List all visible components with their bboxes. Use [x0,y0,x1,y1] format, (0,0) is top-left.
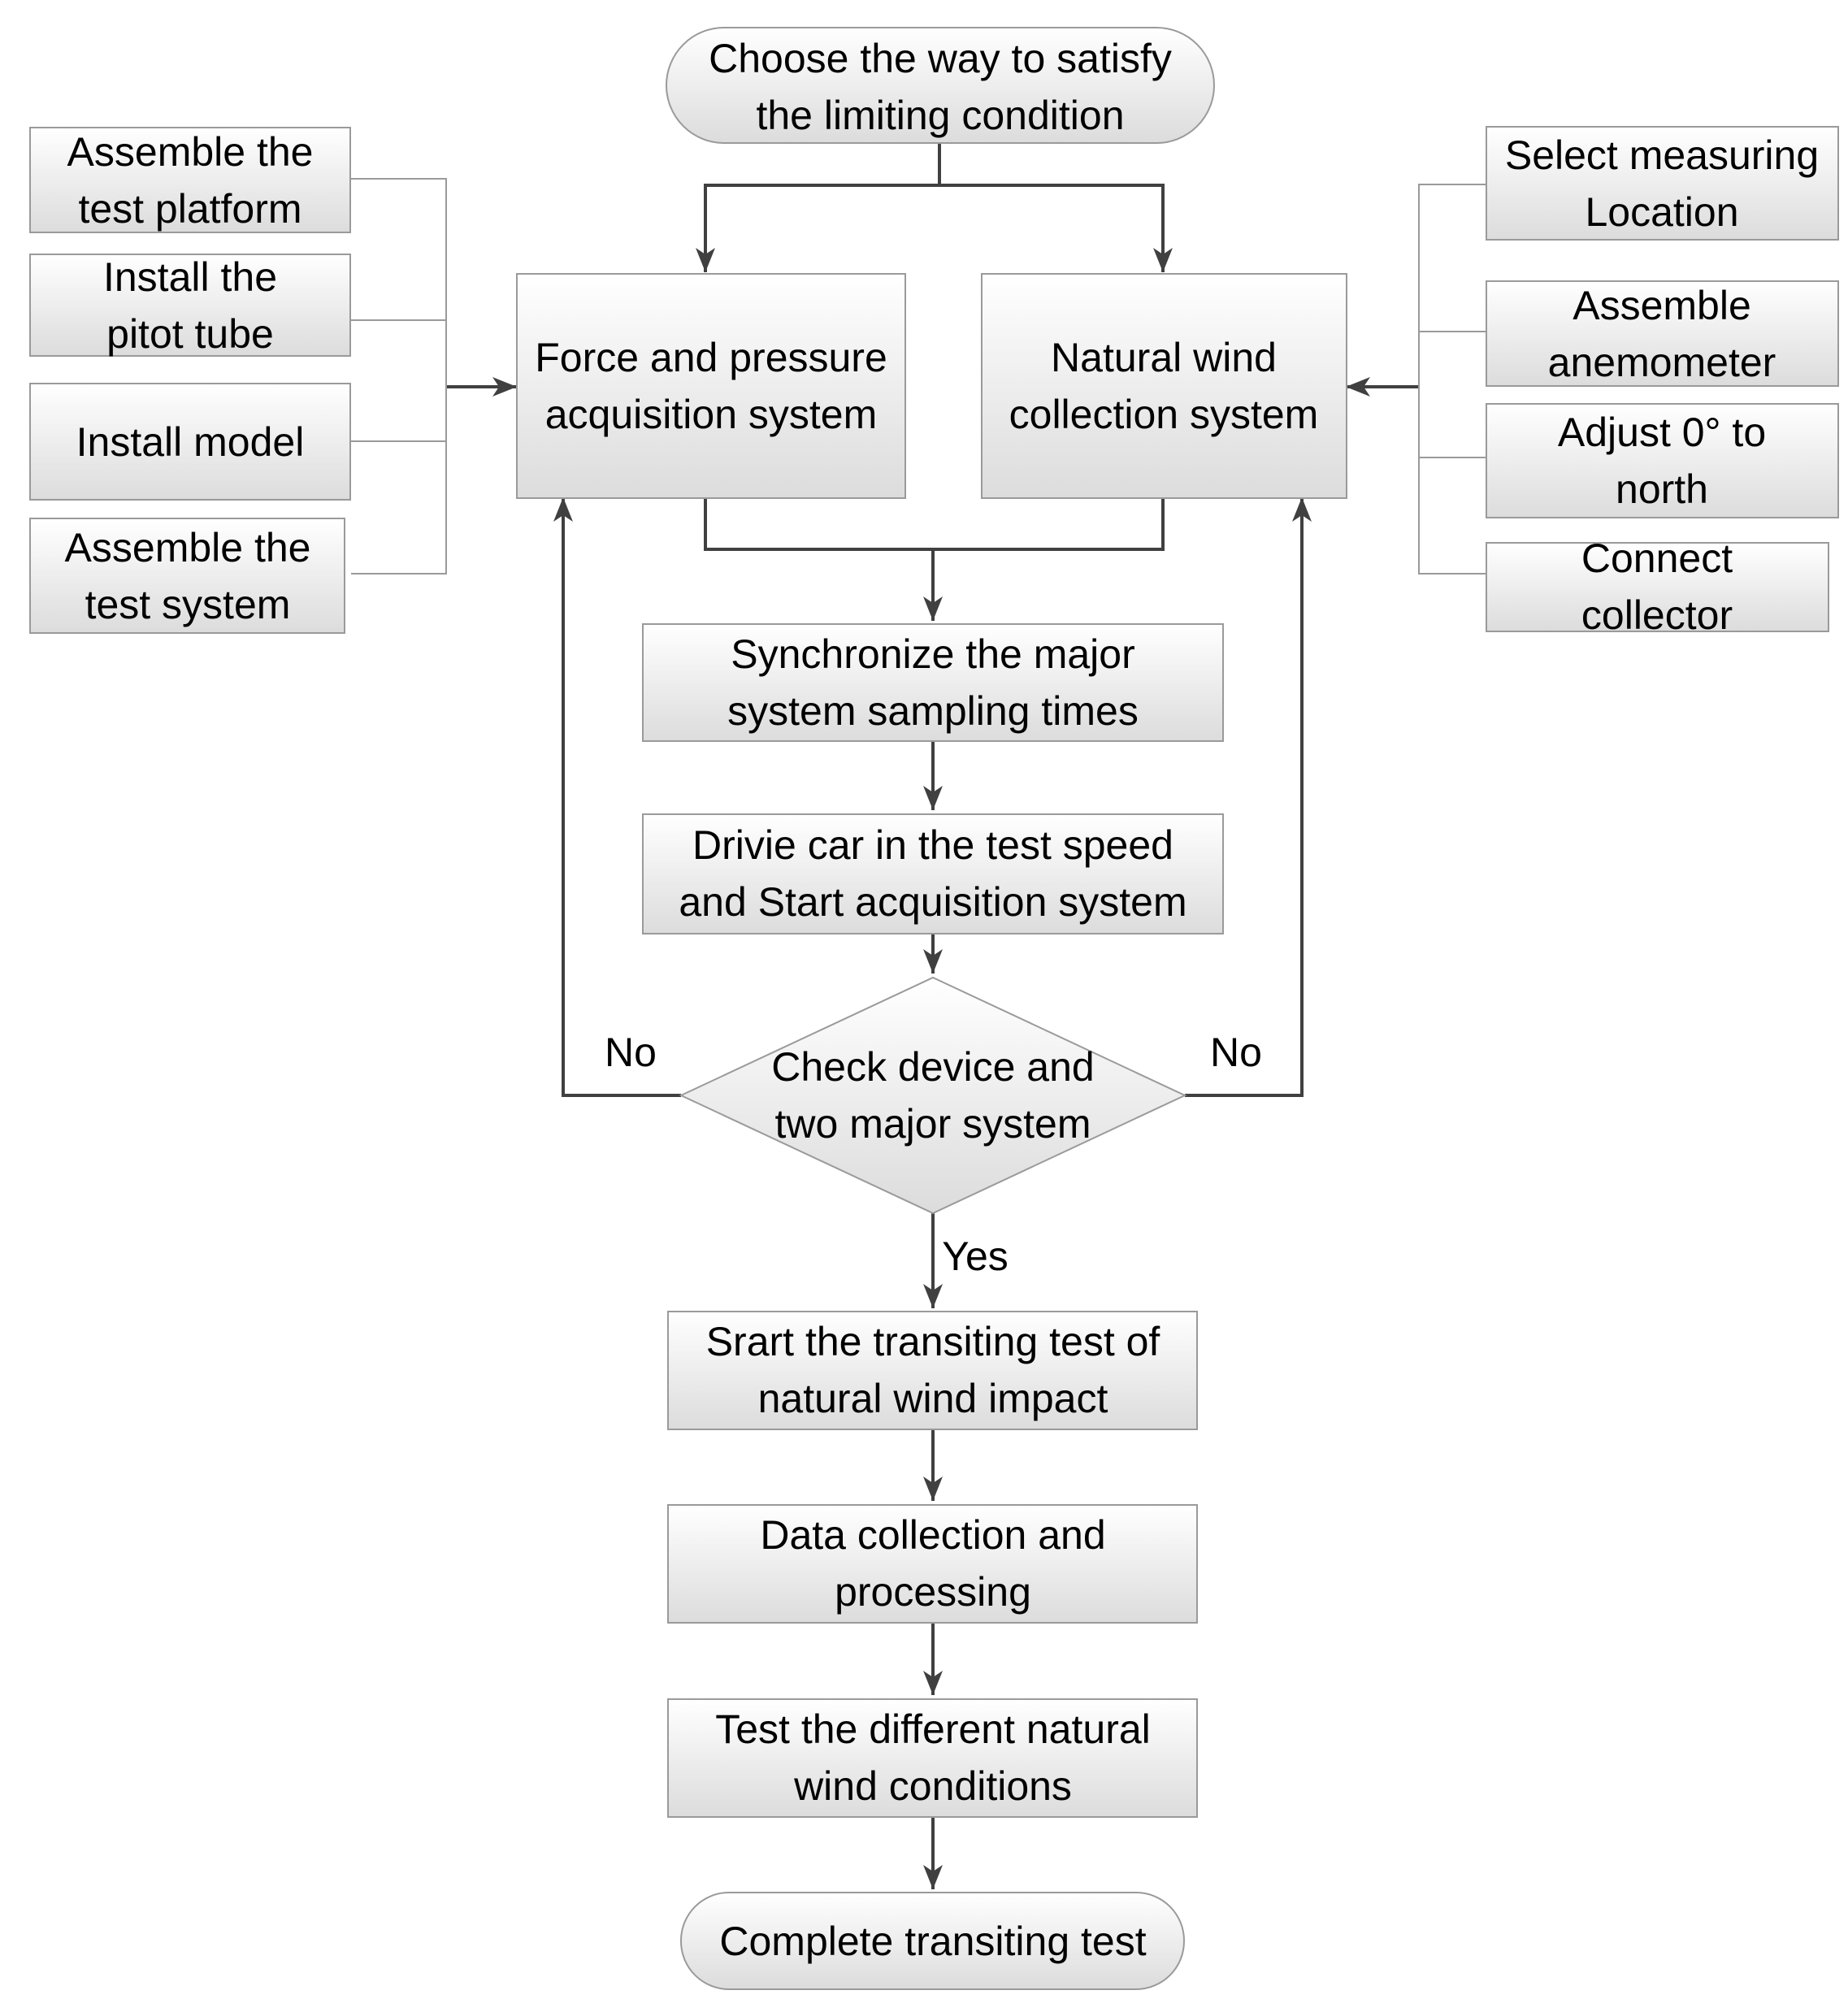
right-inputs-bracket [1418,184,1486,575]
label-line: processing [835,1569,1031,1615]
test-label: Test the different natural wind condition… [715,1706,1151,1809]
label-line: Install the [103,254,277,300]
left-input-box-3 [29,383,351,501]
end-terminal [680,1892,1185,1990]
right-input-box-4 [1486,542,1829,632]
label-line: Select measuring [1505,132,1819,178]
label-line: Adjust 0° to [1558,410,1766,455]
left-input-label-3: Install model [76,419,305,465]
label-line: collector [1581,592,1733,638]
check-label: Check device and two major system [771,1044,1094,1147]
check-decision [679,976,1187,1215]
right-input-box-1 [1486,126,1839,241]
wind-to-sync-connector [933,497,1165,551]
label-line: Connect [1581,536,1733,581]
right-input-box-3 [1486,403,1839,518]
force-to-sync-connector [704,497,943,621]
label-line: two major system [775,1101,1091,1147]
right-input-label-2: Assemble anemometer [1548,283,1776,385]
start-label: Choose the way to satisfy the limiting co… [709,36,1172,138]
label-line: test platform [78,186,301,232]
drive-label: Drivie car in the test speed and Start ac… [679,822,1186,925]
transit-label: Srart the transiting test of natural wind… [706,1319,1160,1421]
no-left-loop-connector [553,497,681,1097]
label-line: collection system [1009,392,1319,437]
label-line: Force and pressure [535,335,887,380]
right-input-box-2 [1486,280,1839,387]
connectors [446,143,1419,1889]
wind-system-box [981,273,1347,499]
label-line: Complete transiting test [719,1919,1146,1964]
shapes [29,27,1839,1990]
label-line: anemometer [1548,340,1776,385]
start-terminal [666,27,1215,144]
label-line: Natural wind [1051,335,1277,380]
data-box [667,1504,1198,1624]
label-line: Srart the transiting test of [706,1319,1160,1364]
right-input-label-3: Adjust 0° to north [1558,410,1766,512]
label-line: and Start acquisition system [679,879,1186,925]
test-box [667,1698,1198,1818]
left-input-box-4 [29,518,345,634]
no-left-label: No [605,1030,657,1075]
input-brackets [351,178,1486,575]
start-to-wind-connector [939,184,1173,272]
label-line: Check device and [771,1044,1094,1090]
right-input-label-4: Connect collector [1581,536,1733,638]
drive-box [642,813,1224,934]
label-line: Choose the way to satisfy [709,36,1172,81]
label-line: the limiting condition [756,93,1124,138]
label-line: Test the different natural [715,1706,1151,1752]
data-label: Data collection and processing [760,1512,1105,1615]
yes-label: Yes [942,1234,1009,1279]
label-line: Location [1585,189,1738,235]
synchronize-label: Synchronize the major system sampling tim… [727,631,1139,734]
label-line: Install model [76,419,305,465]
left-input-label-2: Install the pitot tube [103,254,277,357]
left-input-box-1 [29,127,351,233]
label-line: Assemble the [67,129,314,175]
label-line: Synchronize the major [731,631,1134,677]
transit-box [667,1311,1198,1430]
left-input-box-2 [29,254,351,357]
wind-system-label: Natural wind collection system [1009,335,1319,437]
start-to-force-connector [696,143,941,272]
label-line: test system [85,582,291,627]
label-line: wind conditions [793,1763,1072,1809]
label-line: acquisition system [545,392,878,437]
force-system-box [516,273,906,499]
left-input-label-1: Assemble the test platform [67,129,314,232]
no-right-loop-connector [1185,497,1312,1097]
no-right-label: No [1210,1030,1262,1075]
label-line: north [1616,466,1708,512]
left-inputs-bracket [351,178,447,575]
label-line: Drivie car in the test speed [692,822,1173,868]
label-line: system sampling times [727,688,1139,734]
label-line: natural wind impact [758,1376,1108,1421]
label-line: Data collection and [760,1512,1105,1558]
labels: Choose the way to satisfy the limiting co… [65,36,1820,1964]
synchronize-box [642,623,1224,742]
label-line: Assemble the [65,525,311,570]
left-input-label-4: Assemble the test system [65,525,311,627]
end-label: Complete transiting test [719,1919,1146,1964]
label-line: pitot tube [106,311,274,357]
label-line: Assemble [1573,283,1751,328]
force-system-label: Force and pressure acquisition system [535,335,887,437]
